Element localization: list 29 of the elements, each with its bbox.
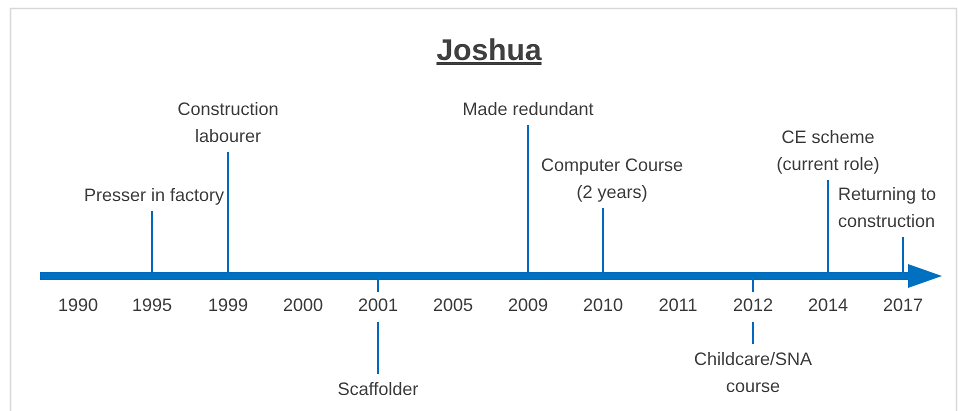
event-label: Childcare/SNA course bbox=[673, 346, 833, 400]
year-label: 2005 bbox=[432, 295, 474, 316]
event-label: Construction labourer bbox=[148, 96, 308, 150]
event-label: Presser in factory bbox=[46, 182, 224, 209]
event-label: Made redundant bbox=[433, 96, 623, 123]
year-label: 2011 bbox=[658, 295, 698, 316]
event-label: CE scheme (current role) bbox=[753, 124, 903, 178]
event-label: Computer Course (2 years) bbox=[534, 152, 690, 206]
year-label: 1999 bbox=[206, 295, 250, 316]
leader-line bbox=[827, 180, 829, 272]
title: Joshua bbox=[435, 34, 543, 68]
leader-line bbox=[602, 208, 604, 272]
year-label: 2012 bbox=[732, 295, 774, 316]
leader-line bbox=[527, 125, 529, 272]
year-label: 2010 bbox=[582, 295, 624, 316]
leader-line bbox=[752, 279, 754, 345]
leader-line bbox=[902, 237, 904, 272]
event-label: Scaffolder bbox=[318, 376, 438, 403]
year-label: 2009 bbox=[506, 295, 550, 316]
year-label: 1995 bbox=[130, 295, 174, 316]
event-label: Returning to construction bbox=[838, 181, 956, 235]
year-label: 2014 bbox=[806, 295, 850, 316]
leader-line bbox=[227, 152, 229, 272]
year-label: 2001 bbox=[356, 295, 400, 316]
year-label: 2017 bbox=[882, 295, 924, 316]
leader-line bbox=[151, 211, 153, 272]
year-label: 2000 bbox=[282, 295, 324, 316]
leader-line bbox=[377, 279, 379, 375]
year-label: 1990 bbox=[56, 295, 100, 316]
